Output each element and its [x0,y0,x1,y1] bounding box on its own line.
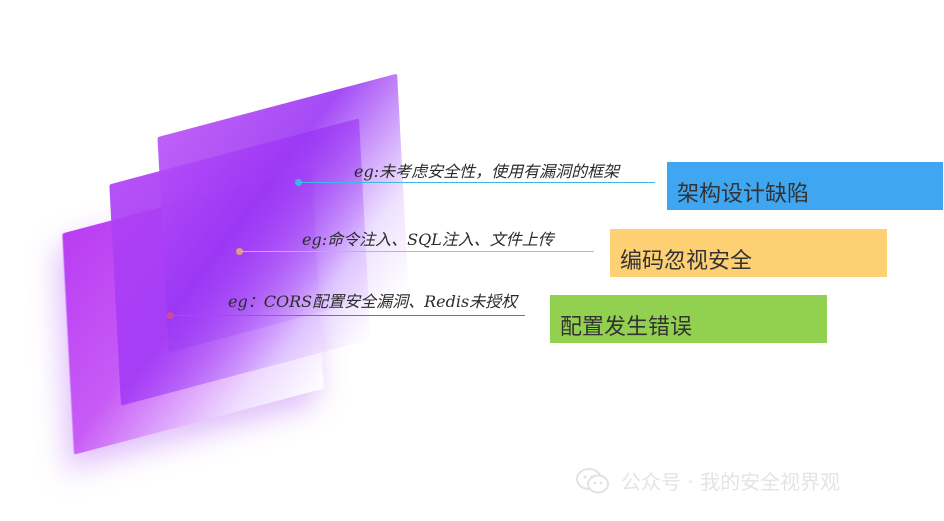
example-text-1: eg:未考虑安全性，使用有漏洞的框架 [354,158,619,182]
label-box-2: 编码忽视安全 [610,229,887,277]
example-text-3: eg：CORS配置安全漏洞、Redis未授权 [228,288,517,312]
pointer-line-3 [171,315,525,316]
label-text-3: 配置发生错误 [560,315,692,340]
example-text-2: eg:命令注入、SQL注入、文件上传 [302,226,554,250]
label-box-3: 配置发生错误 [550,295,827,343]
label-text-1: 架构设计缺陷 [677,182,809,207]
label-box-1: 架构设计缺陷 [667,162,943,210]
label-text-2: 编码忽视安全 [620,249,752,274]
wechat-icon [575,467,611,495]
watermark-text: 公众号 · 我的安全视界观 [621,466,840,495]
pointer-line-2 [240,251,594,252]
watermark: 公众号 · 我的安全视界观 [575,466,840,495]
pointer-line-1 [299,182,655,183]
